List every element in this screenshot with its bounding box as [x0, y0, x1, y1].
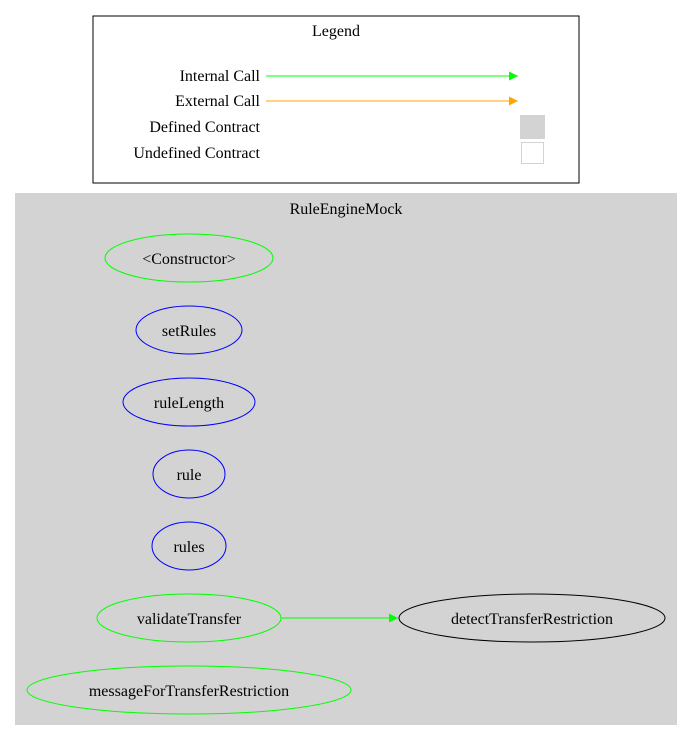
cluster-background [15, 193, 677, 725]
node-validate-transfer: validateTransfer [96, 593, 282, 643]
legend-frame [92, 15, 580, 184]
legend-defined-contract-swatch [520, 115, 545, 139]
legend: Legend Internal Call External Call Defin… [92, 15, 580, 184]
legend-undefined-contract-swatch [521, 142, 544, 164]
node-rules: rules [151, 521, 227, 571]
legend-label-external-call: External Call [175, 93, 260, 110]
node-label: messageForTransferRestriction [89, 683, 289, 700]
cluster-rule-engine-mock: RuleEngineMock [15, 193, 677, 725]
node-set-rules: setRules [135, 305, 243, 355]
node-label: rules [173, 539, 204, 556]
legend-title: Legend [312, 23, 360, 40]
node-label: rule [177, 467, 202, 484]
legend-label-internal-call: Internal Call [180, 68, 261, 85]
node-message-for-transfer-restriction: messageForTransferRestriction [26, 665, 352, 715]
legend-label-undefined-contract: Undefined Contract [133, 145, 260, 162]
node-label: validateTransfer [137, 611, 242, 628]
node-label: setRules [162, 323, 216, 340]
node-label: ruleLength [154, 395, 224, 412]
legend-label-defined-contract: Defined Contract [149, 119, 260, 136]
node-constructor: <Constructor> [104, 233, 274, 283]
node-detect-transfer-restriction: detectTransferRestriction [398, 593, 666, 643]
node-rule-length: ruleLength [122, 377, 256, 427]
node-rule: rule [152, 449, 226, 499]
node-label: detectTransferRestriction [451, 611, 613, 628]
node-label: <Constructor> [142, 251, 236, 268]
cluster-title: RuleEngineMock [290, 201, 403, 218]
